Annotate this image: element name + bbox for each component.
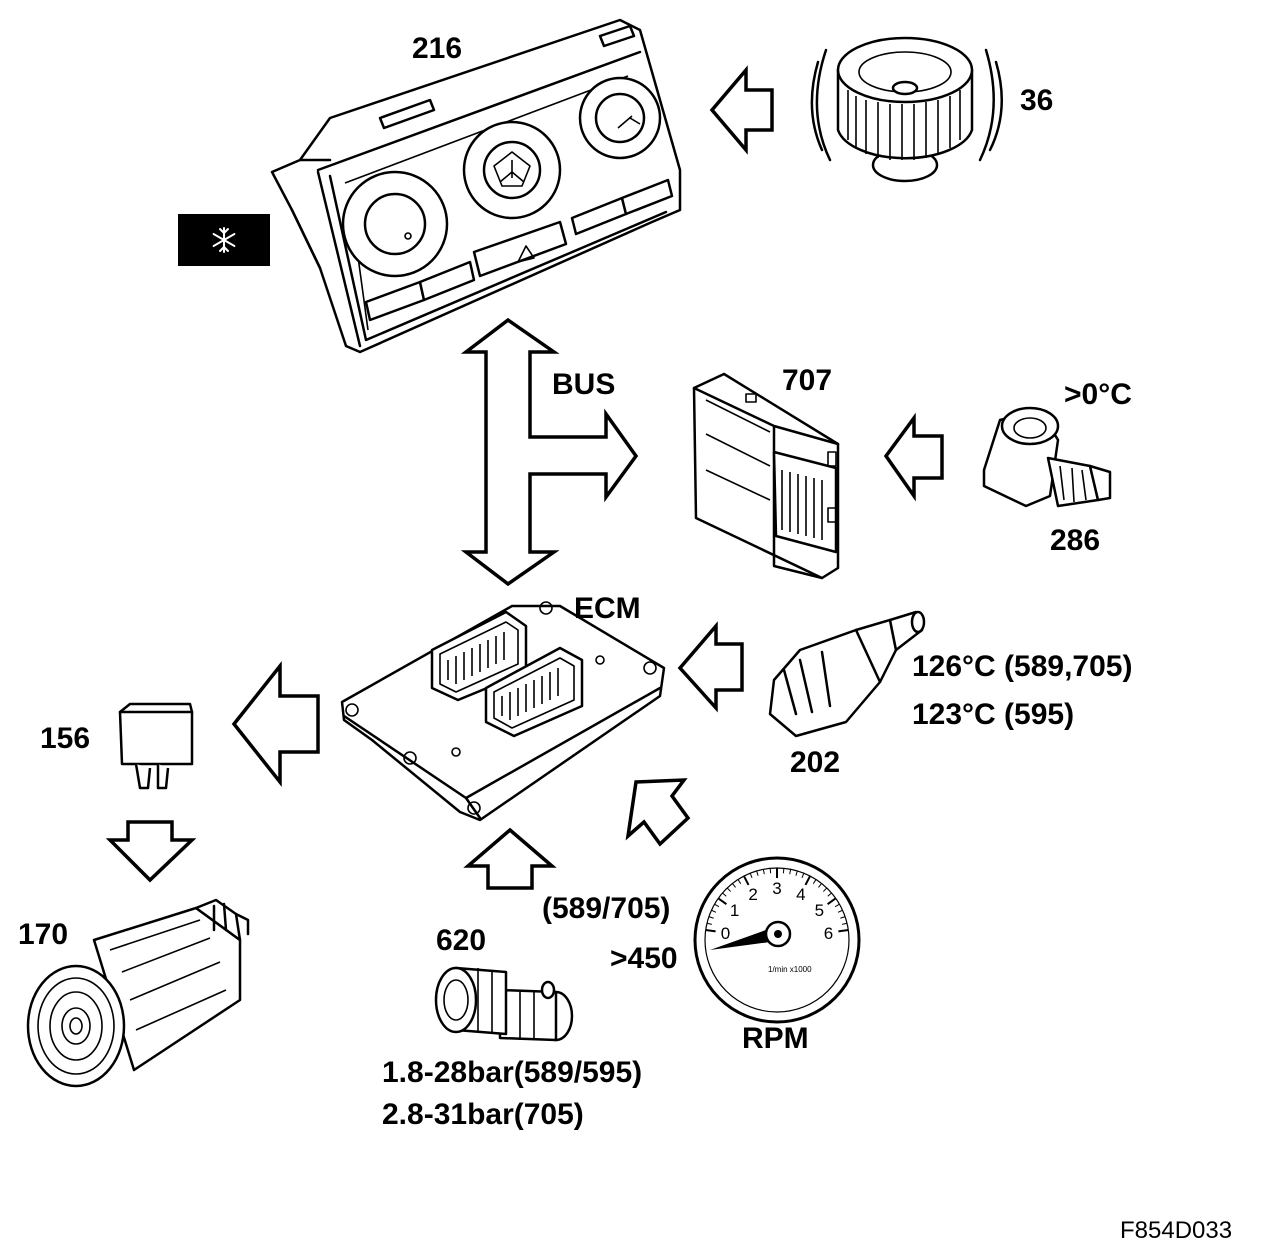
tach-tick-mark bbox=[706, 922, 712, 925]
tach-tick-mark bbox=[795, 870, 798, 876]
arrow-ecm-to-relay bbox=[231, 660, 320, 788]
arrow-286-to-707 bbox=[883, 412, 944, 502]
tach-tick-mark bbox=[705, 928, 716, 933]
label-rpm-models: (589/705) bbox=[542, 892, 670, 925]
arrow-fan-to-panel bbox=[709, 65, 774, 155]
tach-tick-label: 4 bbox=[796, 885, 805, 904]
tach-tick-mark bbox=[827, 897, 837, 905]
tach-tick-mark bbox=[708, 916, 714, 919]
tach-tick-mark bbox=[743, 875, 750, 886]
arrow-202-to-ecm bbox=[677, 621, 744, 713]
outside-temp-sensor bbox=[982, 406, 1112, 508]
ecm-unit bbox=[340, 601, 666, 822]
tach-tick-mark bbox=[732, 883, 736, 888]
tach-tick-mark bbox=[818, 883, 822, 888]
tach-tick-label: 5 bbox=[815, 901, 824, 920]
climate-control-panel bbox=[270, 18, 682, 354]
tach-tick-mark bbox=[726, 887, 732, 892]
relay bbox=[118, 702, 194, 790]
label-coolant-temp-2: 123°C (595) bbox=[912, 698, 1074, 731]
label-bus: BUS bbox=[552, 368, 615, 401]
label-707: 707 bbox=[782, 364, 832, 397]
label-ecm: ECM bbox=[574, 592, 641, 625]
label-outside-temp: >0°C bbox=[1064, 378, 1132, 411]
coolant-temp-sensor bbox=[768, 610, 926, 738]
tach-unit: 1/min x1000 bbox=[768, 965, 812, 974]
label-rpm-threshold: >450 bbox=[610, 942, 678, 975]
tach-tick-mark bbox=[789, 869, 792, 875]
tach-tick-mark bbox=[711, 909, 717, 913]
blower-fan bbox=[810, 36, 1004, 183]
arrow-relay-to-compressor bbox=[105, 820, 197, 883]
tach-tick-mark bbox=[838, 928, 849, 933]
label-coolant-temp-1: 126°C (589,705) bbox=[912, 650, 1132, 683]
tach-tick-mark bbox=[756, 870, 759, 876]
label-pressure-2: 2.8-31bar(705) bbox=[382, 1098, 584, 1131]
tach-tick-mark bbox=[801, 872, 805, 879]
label-rpm: RPM bbox=[742, 1022, 809, 1055]
tach-tick-mark bbox=[822, 887, 828, 892]
tach-tick-label: 1 bbox=[730, 901, 739, 920]
label-170: 170 bbox=[18, 918, 68, 951]
tach-tick-mark bbox=[762, 869, 765, 875]
tach-tick-mark bbox=[812, 879, 817, 884]
label-286: 286 bbox=[1050, 524, 1100, 557]
ac-indicator bbox=[178, 214, 270, 266]
tach-tick-mark bbox=[714, 903, 720, 908]
tach-tick-mark bbox=[749, 872, 753, 879]
tach-needle bbox=[710, 930, 770, 950]
tach-tick-label: 0 bbox=[721, 924, 730, 943]
tach-tick-mark bbox=[737, 879, 742, 884]
arrow-rpm-to-ecm bbox=[625, 778, 691, 847]
arrow-620-to-ecm bbox=[463, 827, 557, 890]
label-36: 36 bbox=[1020, 84, 1053, 117]
tach-tick-label: 2 bbox=[748, 885, 757, 904]
tach-tick-mark bbox=[834, 903, 840, 908]
label-620: 620 bbox=[436, 924, 486, 957]
label-156: 156 bbox=[40, 722, 90, 755]
tach-tick-mark bbox=[842, 922, 848, 925]
figure-id: F854D033 bbox=[1120, 1217, 1232, 1244]
tach-tick-mark bbox=[717, 897, 727, 905]
ac-compressor bbox=[26, 898, 250, 1088]
tach-tick-mark bbox=[840, 916, 846, 919]
module-707 bbox=[692, 372, 840, 580]
label-202: 202 bbox=[790, 746, 840, 779]
tach-tick-mark bbox=[837, 909, 843, 913]
tach-tick-label: 6 bbox=[824, 924, 833, 943]
label-pressure-1: 1.8-28bar(589/595) bbox=[382, 1056, 642, 1089]
tach-tick-label: 3 bbox=[772, 879, 781, 898]
tach-tick-mark bbox=[827, 892, 832, 897]
label-216: 216 bbox=[412, 32, 462, 65]
bus-vertical-arrow bbox=[460, 317, 639, 587]
tach-tick-mark bbox=[722, 892, 727, 897]
snowflake-icon bbox=[212, 227, 236, 253]
tach-tick-mark bbox=[804, 875, 811, 886]
pressure-sensor bbox=[434, 966, 574, 1042]
